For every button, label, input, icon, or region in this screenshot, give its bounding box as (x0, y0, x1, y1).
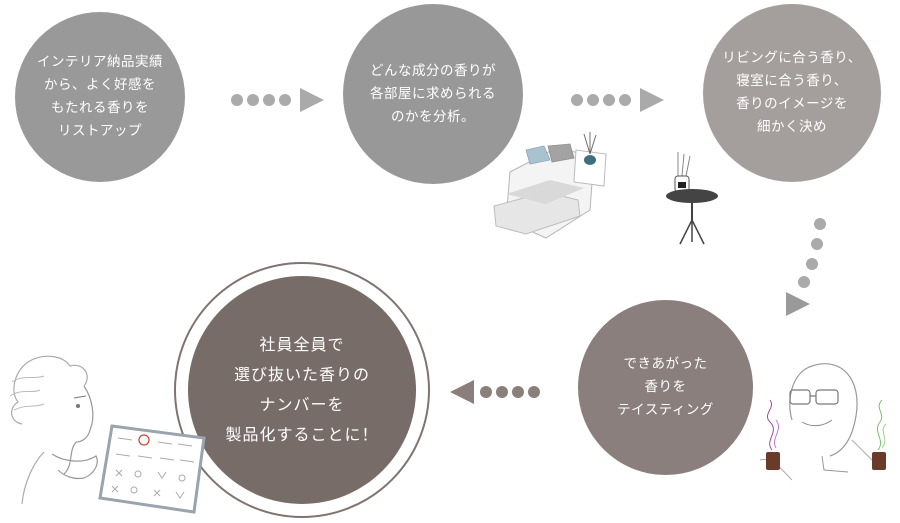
step-4-text: できあがった 香りを テイスティング (617, 356, 714, 418)
side-table-illustration (666, 152, 718, 245)
step-2-circle: どんな成分の香りが 各部屋に求められる のかを分析。 (343, 4, 523, 184)
arrow-step2-to-step3 (571, 88, 664, 112)
step-4-circle: できあがった 香りを テイスティング (578, 300, 753, 475)
step-5-circle: 社員全員で 選び抜いた香りの ナンバーを 製品化することに！ (188, 276, 416, 504)
arrow-step4-to-step5 (450, 380, 540, 404)
arrow-step1-to-step2 (231, 88, 324, 112)
arrow-step3-to-step4 (786, 218, 826, 316)
checklist-illustration (98, 424, 206, 514)
step-3-text: リビングに合う香り、 寝室に合う香り、 香りのイメージを 細かく決め (722, 50, 862, 135)
step-1-text: インテリア納品実績 から、よく好感を もたれる香りを リストアップ (37, 54, 163, 139)
thinking-person-illustration (9, 355, 98, 505)
step-1-circle: インテリア納品実績 から、よく好感を もたれる香りを リストアップ (15, 12, 185, 182)
step-5-text: 社員全員で 選び抜いた香りの ナンバーを 製品化することに！ (225, 335, 379, 444)
tasting-person-illustration (759, 363, 887, 481)
step-2-text: どんな成分の香りが 各部屋に求められる のかを分析。 (370, 62, 496, 125)
reed-diffuser-icon (583, 132, 597, 165)
step-3-circle: リビングに合う香り、 寝室に合う香り、 香りのイメージを 細かく決め (703, 4, 881, 182)
bed-illustration (493, 143, 607, 239)
